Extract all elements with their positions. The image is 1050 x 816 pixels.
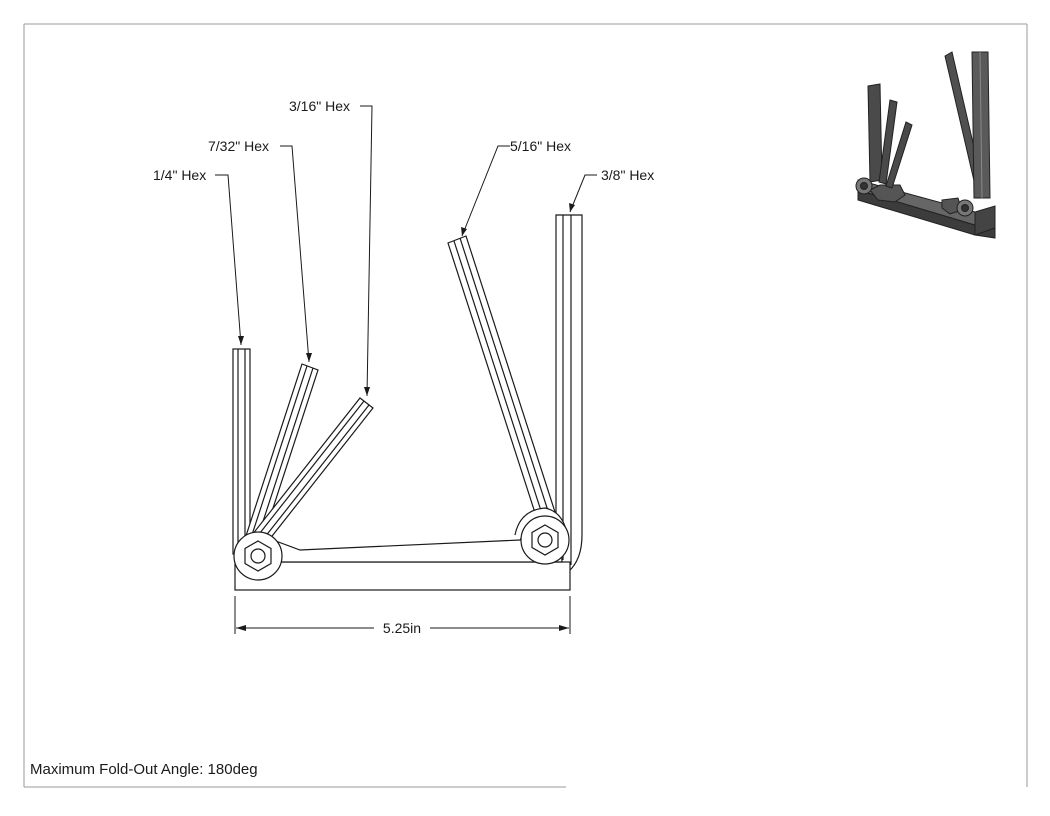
leader-lines [215, 105, 597, 397]
drawing-border [23, 23, 1028, 788]
hex-key-1-4 [232, 348, 251, 555]
isometric-preview [855, 51, 996, 239]
tool-handle [234, 507, 571, 591]
label-7-32-hex: 7/32" Hex [208, 138, 269, 154]
right-pivot-bolt [520, 515, 570, 565]
label-3-8-hex: 3/8" Hex [601, 167, 654, 183]
label-5-16-hex: 5/16" Hex [510, 138, 571, 154]
hex-key-7-32 [243, 363, 319, 549]
label-3-16-hex: 3/16" Hex [289, 98, 350, 114]
leader-arrowheads [238, 203, 575, 396]
left-pivot-bolt [233, 531, 283, 581]
label-1-4-hex: 1/4" Hex [153, 167, 206, 183]
dimension-line [234, 596, 571, 634]
hex-key-5-16 [447, 235, 556, 520]
hex-key-3-16 [251, 397, 374, 546]
fold-out-angle-note: Maximum Fold-Out Angle: 180deg [30, 761, 258, 778]
dimension-label: 5.25in [383, 620, 421, 636]
dimension-arrowheads [236, 625, 569, 631]
